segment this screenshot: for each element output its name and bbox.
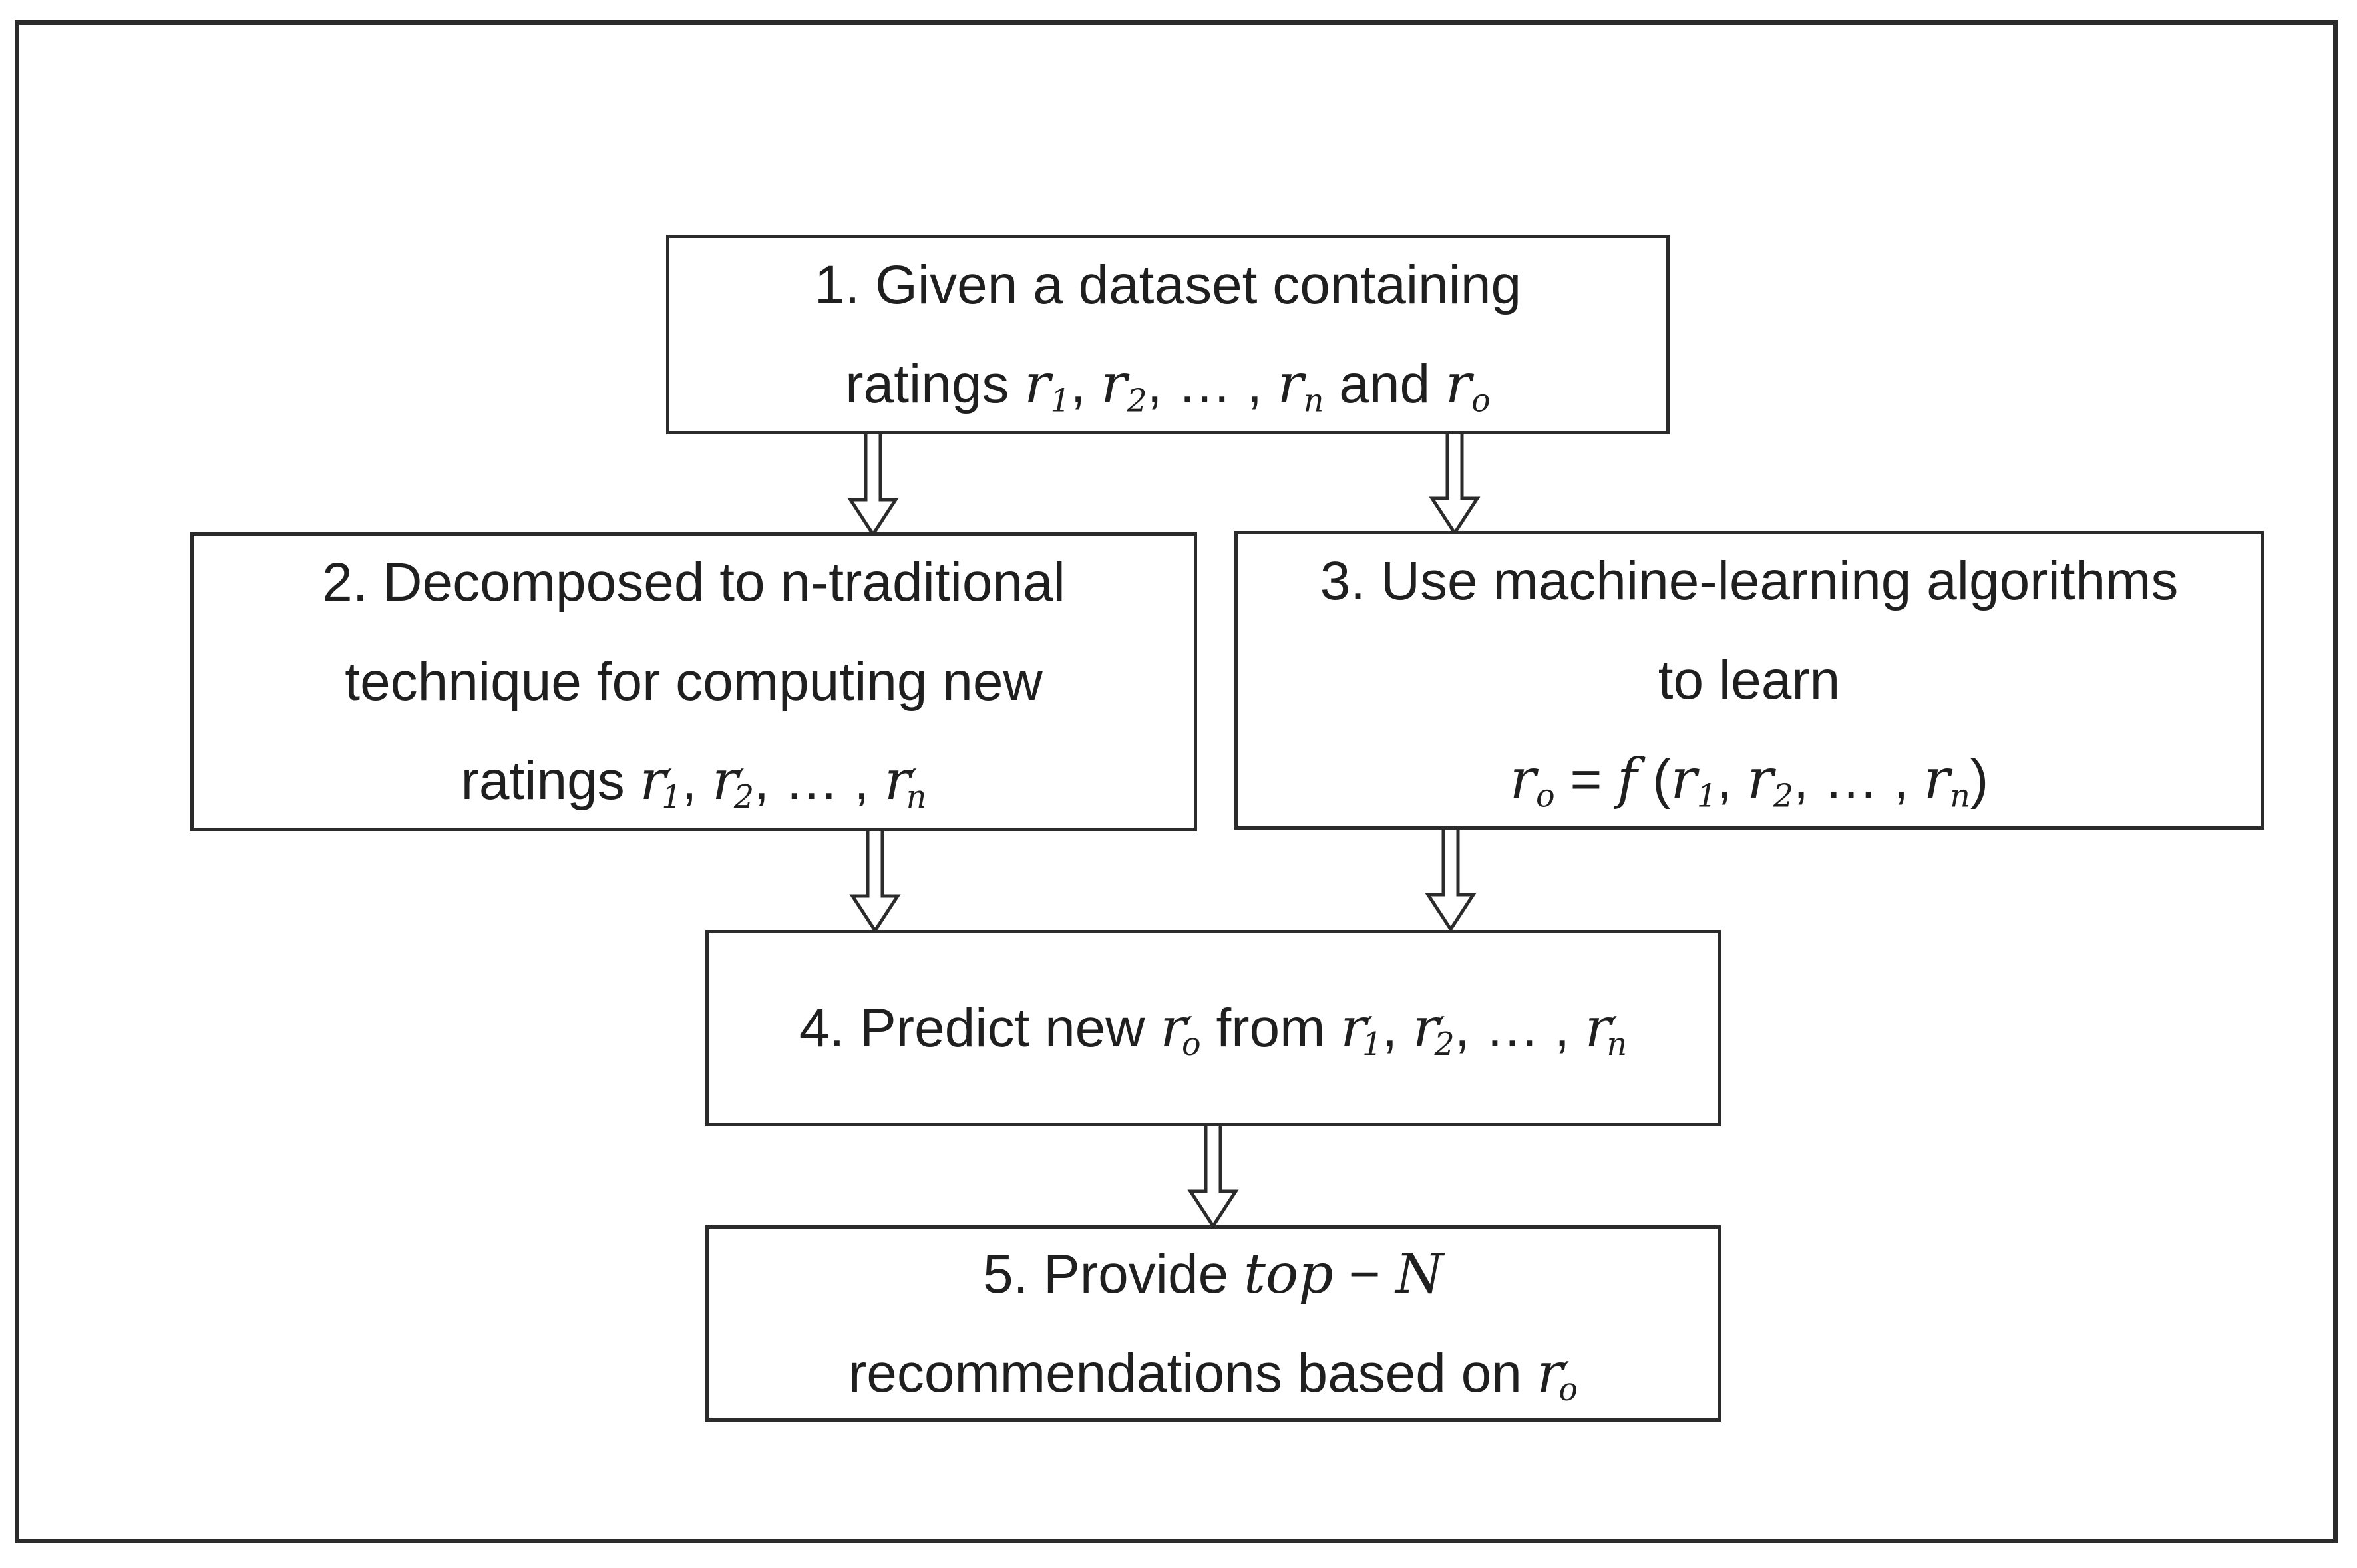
- text-line: ro = f (r1, r2, … , rn): [1509, 748, 1989, 815]
- text-line: ratings r′1, r′2, … , r′n: [460, 749, 927, 816]
- math-symbol: r: [1445, 353, 1472, 416]
- text-line: 3. Use machine-learning algorithms: [1320, 551, 2179, 611]
- math-symbol: r: [1747, 748, 1773, 811]
- arrow-step1-to-step2-icon: [847, 432, 899, 536]
- math-symbol: r: [1924, 748, 1950, 811]
- arrow-step2-to-step4-icon: [849, 829, 901, 932]
- math-symbol: r: [639, 749, 666, 812]
- math-symbol: f: [1617, 748, 1638, 811]
- text-line: 1. Given a dataset containing: [814, 255, 1522, 315]
- math-symbol: r: [1584, 997, 1611, 1060]
- math-symbol: r: [884, 749, 911, 812]
- text-line: 5. Provide top − N: [983, 1242, 1443, 1306]
- math-symbol: top: [1243, 1242, 1334, 1306]
- math-symbol: r: [1160, 997, 1186, 1060]
- math-symbol: r: [712, 749, 739, 812]
- math-symbol: r: [1024, 353, 1051, 416]
- math-symbol: r: [1277, 353, 1304, 416]
- text-line: to learn: [1658, 650, 1841, 710]
- text-line: ratings r1, r2, … , rn and ro: [845, 353, 1491, 420]
- step-5-box: 5. Provide top − N recommendations based …: [705, 1225, 1721, 1422]
- text-line: recommendations based on r′o: [848, 1341, 1578, 1408]
- step-3-box: 3. Use machine-learning algorithms to lea…: [1234, 531, 2264, 830]
- math-symbol: r: [1340, 997, 1367, 1060]
- math-symbol: r: [1101, 353, 1127, 416]
- text-line: 2. Decomposed to n-traditional: [322, 552, 1065, 613]
- text-line: technique for computing new: [345, 651, 1043, 712]
- text-line: 4. Predict new r′o from r′1, r′2, … , r′…: [799, 997, 1628, 1064]
- math-symbol: r: [1509, 748, 1537, 811]
- arrow-step3-to-step4-icon: [1425, 828, 1477, 931]
- step-1-box: 1. Given a dataset containing ratings r1,…: [666, 235, 1670, 434]
- step-4-box: 4. Predict new r′o from r′1, r′2, … , r′…: [705, 930, 1721, 1126]
- math-symbol: r: [1537, 1341, 1563, 1405]
- math-symbol: r: [1412, 997, 1439, 1060]
- step-2-box: 2. Decomposed to n-traditional technique …: [190, 532, 1197, 831]
- math-symbol: r: [1670, 748, 1697, 811]
- math-symbol: N: [1395, 1242, 1443, 1306]
- arrow-step1-to-step3-icon: [1429, 431, 1481, 534]
- arrow-step4-to-step5-icon: [1187, 1124, 1239, 1227]
